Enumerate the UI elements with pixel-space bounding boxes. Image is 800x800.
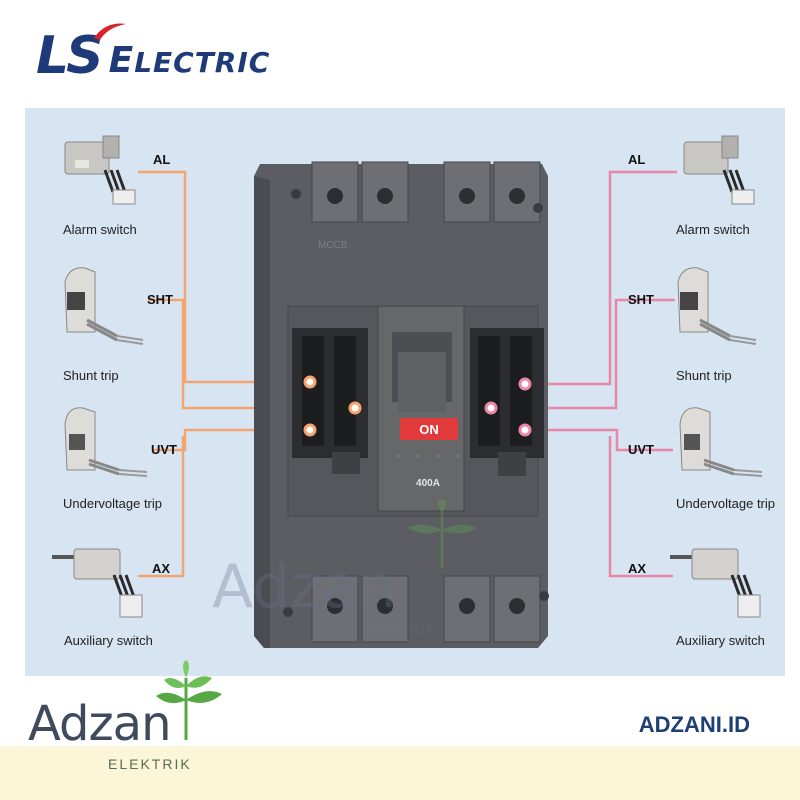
- leaf-icon: [156, 660, 222, 740]
- site-url[interactable]: ADZANI.ID: [638, 712, 750, 737]
- top-terminal-screws: [327, 188, 525, 204]
- right-wires: [491, 170, 677, 578]
- logo-ls-text: LS: [36, 23, 126, 82]
- connection-wires: [138, 170, 677, 578]
- wire-left-ax: [138, 436, 185, 578]
- accessory-label: Undervoltage trip: [63, 496, 162, 511]
- right-accessory-sht: SHT Shunt trip: [628, 262, 778, 387]
- left-wires: [138, 170, 355, 578]
- wire-right-sht: [491, 298, 675, 410]
- undervoltage-trip-icon: [64, 407, 148, 477]
- bottom-terminal-screws: [327, 598, 525, 614]
- adzan-logo: Adzan ELEKTRIK: [28, 660, 238, 780]
- wire-right-uvt: [525, 428, 673, 452]
- ls-electric-logo: LS ELECTRIC: [36, 22, 270, 82]
- logo-swoosh-icon: [94, 23, 126, 40]
- accessory-label: Alarm switch: [63, 222, 137, 237]
- logo-electric-text: ELECTRIC: [108, 40, 271, 81]
- code-label: AX: [628, 561, 647, 576]
- accessory-label: Shunt trip: [676, 368, 732, 383]
- right-accessory-al: AL Alarm switch: [628, 130, 778, 240]
- code-label: SHT: [147, 292, 173, 307]
- wire-left-al: [138, 170, 310, 384]
- adzan-sub: ELEKTRIK: [108, 756, 192, 772]
- right-accessory-ax: AX Auxiliary switch: [628, 545, 778, 655]
- left-connection-points: [303, 375, 362, 437]
- left-accessory-ax: AX Auxiliary switch: [50, 545, 180, 655]
- accessory-label: Auxiliary switch: [64, 633, 153, 648]
- shunt-trip-icon: [677, 267, 757, 345]
- mccb-breaker: MCCB ON 400A: [254, 161, 549, 648]
- shunt-trip-icon: [64, 267, 144, 345]
- left-accessory-al: AL Alarm switch: [55, 130, 175, 240]
- accessory-label: Undervoltage trip: [676, 496, 775, 511]
- accessory-label: Shunt trip: [63, 368, 119, 383]
- on-label: ON: [419, 422, 439, 437]
- right-connection-points: [484, 377, 532, 437]
- code-label: SHT: [628, 292, 654, 307]
- code-label: UVT: [151, 442, 177, 457]
- rating-label: 400A: [416, 478, 440, 489]
- code-label: AL: [153, 152, 171, 167]
- alarm-switch-icon: [64, 135, 136, 205]
- on-indicator: [400, 418, 458, 440]
- left-accessory-sht: SHT Shunt trip: [55, 262, 185, 387]
- alarm-switch-icon: [683, 135, 755, 205]
- code-label: AX: [152, 561, 171, 576]
- auxiliary-switch-icon: [670, 548, 761, 618]
- accessory-label: Alarm switch: [676, 222, 750, 237]
- wire-right-al: [525, 170, 677, 386]
- adzan-word: Adzan: [28, 696, 171, 752]
- footer-band: [0, 746, 800, 800]
- right-accessory-uvt: UVT Undervoltage trip: [628, 400, 788, 520]
- code-label: AL: [628, 152, 646, 167]
- left-accessory-uvt: UVT Undervoltage trip: [55, 400, 195, 520]
- accessory-label: Auxiliary switch: [676, 633, 765, 648]
- undervoltage-trip-icon: [679, 407, 763, 477]
- wire-left-uvt: [153, 428, 310, 452]
- breaker-type-label: MCCB: [318, 240, 348, 251]
- auxiliary-switch-icon: [52, 548, 143, 618]
- code-label: UVT: [628, 442, 654, 457]
- wire-right-ax: [608, 436, 673, 578]
